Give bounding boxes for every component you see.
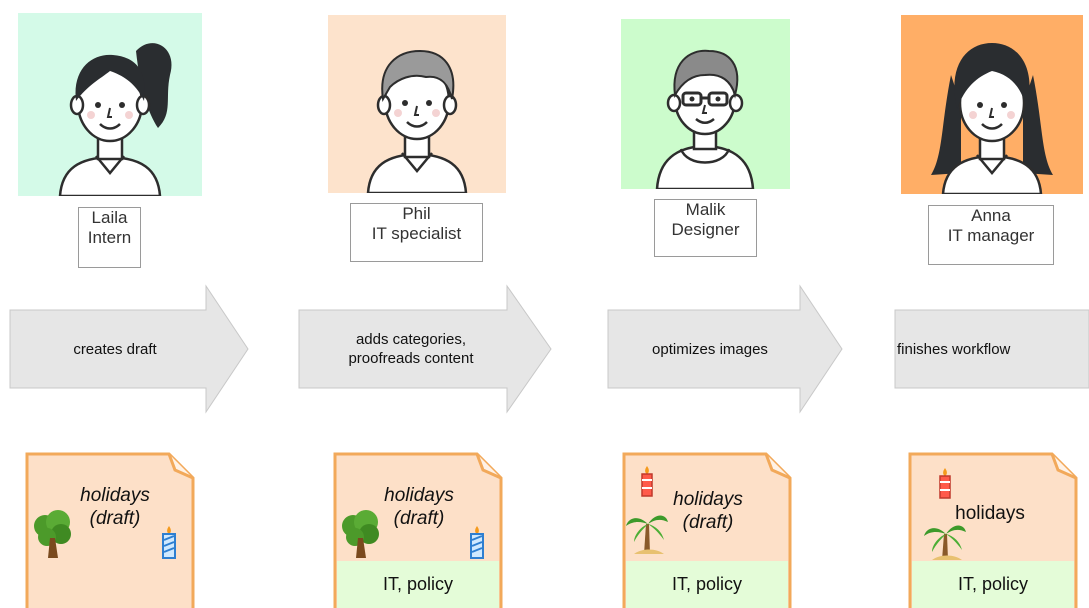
step-arrow-1: creates draft xyxy=(9,284,249,414)
step-label: creates draft xyxy=(73,340,157,358)
avatar-phil xyxy=(328,15,506,193)
palm-tree-icon xyxy=(922,520,968,562)
person-name: Anna xyxy=(971,206,1011,225)
intern-avatar-icon xyxy=(58,43,172,196)
arrow-shape xyxy=(607,284,843,414)
role-label-malik: Malik Designer xyxy=(654,199,757,257)
avatar-anna xyxy=(901,15,1083,194)
step-label: optimizes images xyxy=(652,340,768,358)
document-title: holidays (draft) xyxy=(384,485,454,529)
document-1: holidays (draft) xyxy=(25,452,195,608)
candle-icon xyxy=(469,526,485,560)
document-title: holidays (draft) xyxy=(80,485,150,529)
arrow-shape xyxy=(9,284,249,414)
person-name: Malik xyxy=(685,200,726,219)
it-specialist-avatar-icon xyxy=(366,49,468,193)
tree-icon xyxy=(31,510,73,560)
role-label-phil: Phil IT specialist xyxy=(350,203,483,262)
document-4: holidays IT, policy xyxy=(908,452,1078,608)
candle-icon xyxy=(161,526,177,560)
document-3: holidays (draft) IT, policy xyxy=(622,452,792,608)
step-arrow-4: finishes workflow xyxy=(894,286,1089,412)
palm-tree-icon xyxy=(624,508,670,556)
avatar-laila xyxy=(18,13,202,196)
tree-icon xyxy=(339,510,381,560)
designer-avatar-icon xyxy=(655,49,755,189)
step-label: adds categories, proofreads content xyxy=(348,331,474,367)
person-role: IT manager xyxy=(947,226,1035,245)
person-role: Designer xyxy=(671,220,740,239)
arrow-shape xyxy=(894,309,1089,389)
step-label: finishes workflow xyxy=(897,340,1011,358)
person-name: Phil xyxy=(402,204,431,223)
document-title: holidays (draft) xyxy=(673,489,743,533)
document-tags: IT, policy xyxy=(957,573,1029,594)
document-tags: IT, policy xyxy=(382,573,454,594)
document-2: holidays (draft) IT, policy xyxy=(333,452,503,608)
step-arrow-2: adds categories, proofreads content xyxy=(298,284,552,414)
step-arrow-3: optimizes images xyxy=(607,284,843,414)
document-title: holidays xyxy=(955,503,1025,524)
role-label-laila: Laila Intern xyxy=(78,207,141,268)
document-page-icon xyxy=(25,452,195,608)
document-page-icon xyxy=(622,452,792,608)
document-page-icon xyxy=(908,452,1078,608)
person-name: Laila xyxy=(91,208,128,227)
candle-icon xyxy=(938,468,952,500)
candle-icon xyxy=(640,466,654,498)
person-role: Intern xyxy=(87,228,132,247)
it-manager-avatar-icon xyxy=(931,43,1053,194)
avatar-malik xyxy=(621,19,790,189)
document-page-icon xyxy=(333,452,503,608)
person-role: IT specialist xyxy=(371,224,462,243)
role-label-anna: Anna IT manager xyxy=(928,205,1054,265)
arrow-shape xyxy=(298,284,552,414)
document-tags: IT, policy xyxy=(671,573,743,594)
